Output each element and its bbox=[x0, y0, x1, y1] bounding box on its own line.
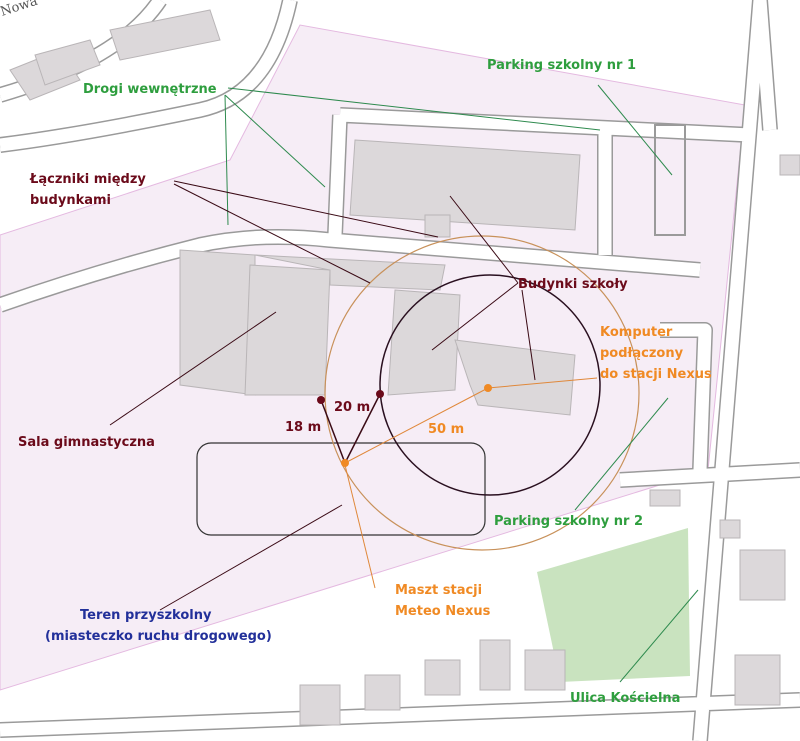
label-dist-50: 50 m bbox=[428, 422, 464, 437]
green-field bbox=[537, 528, 690, 682]
label-school-buildings: Budynki szkoły bbox=[518, 277, 628, 292]
label-computer-2: podłączony bbox=[600, 346, 684, 361]
label-mast-1: Maszt stacji bbox=[395, 583, 482, 598]
measure-point-18m bbox=[317, 396, 325, 404]
measure-point-20m bbox=[376, 390, 384, 398]
buildings bbox=[9, 9, 800, 726]
traffic-track bbox=[196, 442, 486, 536]
label-gym: Sala gimnastyczna bbox=[18, 435, 155, 450]
label-street-koscielna: Ulica Kościelna bbox=[570, 691, 680, 706]
range-circle-inner bbox=[379, 274, 601, 496]
label-parking-1: Parking szkolny nr 1 bbox=[487, 58, 636, 73]
label-connectors-1: Łączniki między bbox=[29, 172, 146, 187]
label-grounds-2: (miasteczko ruchu drogowego) bbox=[45, 629, 272, 644]
label-grounds-1: Teren przyszkolny bbox=[80, 608, 212, 623]
label-mast-2: Meteo Nexus bbox=[395, 604, 491, 619]
label-dist-20: 20 m bbox=[334, 400, 370, 415]
range-circle-outer bbox=[324, 235, 640, 551]
label-computer-3: do stacji Nexus bbox=[600, 367, 712, 382]
label-connectors-2: budynkami bbox=[30, 193, 111, 208]
leader-lines bbox=[109, 84, 699, 683]
street-label-nowa: Nowa bbox=[0, 0, 40, 20]
label-internal-roads: Drogi wewnętrzne bbox=[83, 82, 217, 97]
label-dist-18: 18 m bbox=[285, 420, 321, 435]
label-parking-2: Parking szkolny nr 2 bbox=[494, 514, 643, 529]
label-computer-1: Komputer bbox=[600, 325, 673, 340]
mast-marker[interactable] bbox=[341, 459, 349, 467]
computer-marker[interactable] bbox=[484, 384, 492, 392]
